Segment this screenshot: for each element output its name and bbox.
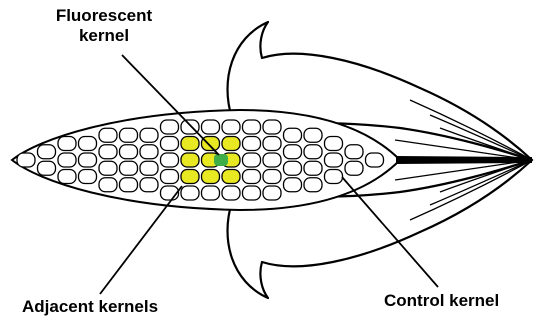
- control-kernel-label: Control kernel: [384, 291, 499, 311]
- kernel: [120, 161, 138, 175]
- kernel: [284, 145, 302, 159]
- kernel: [79, 170, 97, 184]
- kernel: [79, 153, 97, 167]
- kernel: [325, 137, 343, 151]
- kernel: [58, 137, 76, 151]
- kernel: [140, 161, 158, 175]
- kernel: [161, 153, 179, 167]
- kernel: [243, 137, 261, 151]
- kernel: [181, 153, 199, 167]
- kernel: [243, 186, 261, 200]
- kernel: [17, 153, 35, 167]
- kernel: [181, 170, 199, 184]
- kernel: [202, 170, 220, 184]
- kernel: [263, 186, 281, 200]
- kernel: [222, 170, 240, 184]
- kernel: [304, 128, 322, 142]
- kernel: [263, 170, 281, 184]
- kernel: [325, 170, 343, 184]
- kernel: [99, 128, 117, 142]
- kernel: [99, 145, 117, 159]
- fluorescent-kernel-label: Fluorescent kernel: [34, 6, 174, 46]
- kernel: [222, 120, 240, 134]
- kernel: [99, 161, 117, 175]
- kernel: [366, 153, 384, 167]
- adjacent-kernels-label: Adjacent kernels: [22, 297, 158, 317]
- kernel: [161, 137, 179, 151]
- kernel: [120, 178, 138, 192]
- kernel: [345, 145, 363, 159]
- fluorescent-kernel: [214, 154, 228, 166]
- kernel: [181, 186, 199, 200]
- kernel: [304, 161, 322, 175]
- kernel: [304, 145, 322, 159]
- kernel: [222, 137, 240, 151]
- kernel: [263, 120, 281, 134]
- kernel: [345, 161, 363, 175]
- kernel: [79, 137, 97, 151]
- kernel: [243, 170, 261, 184]
- kernel: [243, 153, 261, 167]
- kernel: [263, 137, 281, 151]
- kernel: [38, 161, 56, 175]
- kernel: [140, 145, 158, 159]
- kernel: [120, 128, 138, 142]
- kernel: [161, 170, 179, 184]
- fluorescent-label-line1: Fluorescent: [34, 6, 174, 26]
- kernel: [58, 170, 76, 184]
- fluorescent-label-line2: kernel: [34, 26, 174, 46]
- kernel: [325, 153, 343, 167]
- kernel: [181, 137, 199, 151]
- kernel: [284, 161, 302, 175]
- kernel: [243, 120, 261, 134]
- kernel: [284, 178, 302, 192]
- kernel: [38, 145, 56, 159]
- kernel: [304, 178, 322, 192]
- kernel: [202, 186, 220, 200]
- kernel: [284, 128, 302, 142]
- kernel: [222, 186, 240, 200]
- kernel: [99, 178, 117, 192]
- kernel: [120, 145, 138, 159]
- kernel: [140, 128, 158, 142]
- kernel: [161, 120, 179, 134]
- kernel: [202, 120, 220, 134]
- kernel: [263, 153, 281, 167]
- kernel: [140, 178, 158, 192]
- stalk: [396, 156, 532, 164]
- kernel: [58, 153, 76, 167]
